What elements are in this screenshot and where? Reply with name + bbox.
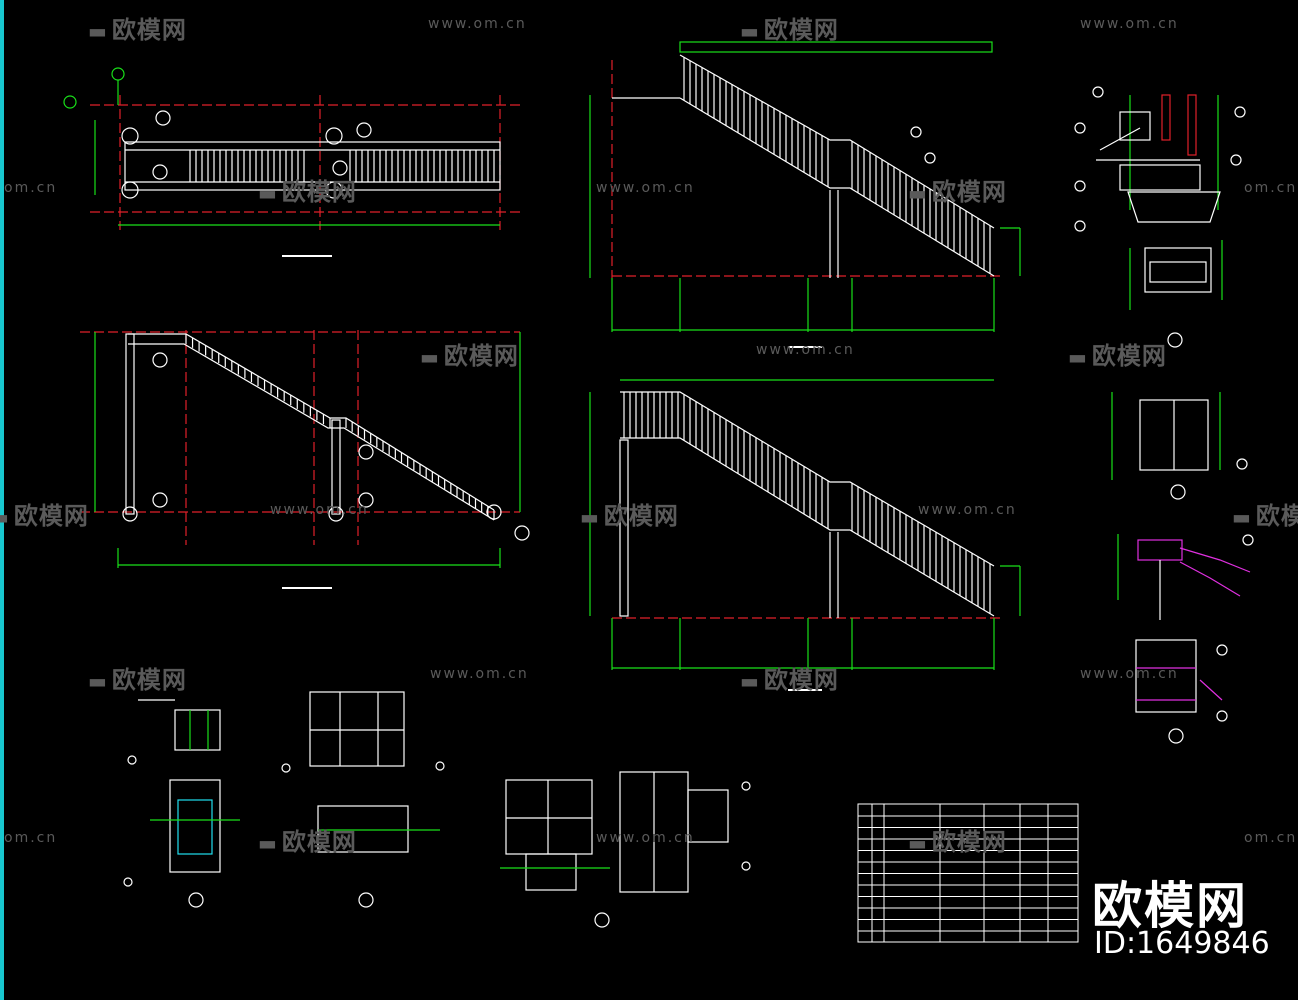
railing-elevation-lower (589, 379, 1021, 691)
brand-logo: 欧模网 (1092, 877, 1248, 935)
railing-elevation-upper (589, 41, 1021, 348)
model-id-label: ID:1649846 (1094, 926, 1270, 961)
material-schedule-table (857, 803, 1079, 943)
stair-plan-view (63, 67, 520, 257)
viewport-edge (0, 0, 4, 1000)
stair-side-elevation (80, 330, 530, 589)
connection-details-bottom (123, 691, 751, 928)
connection-details-right (1074, 86, 1254, 744)
